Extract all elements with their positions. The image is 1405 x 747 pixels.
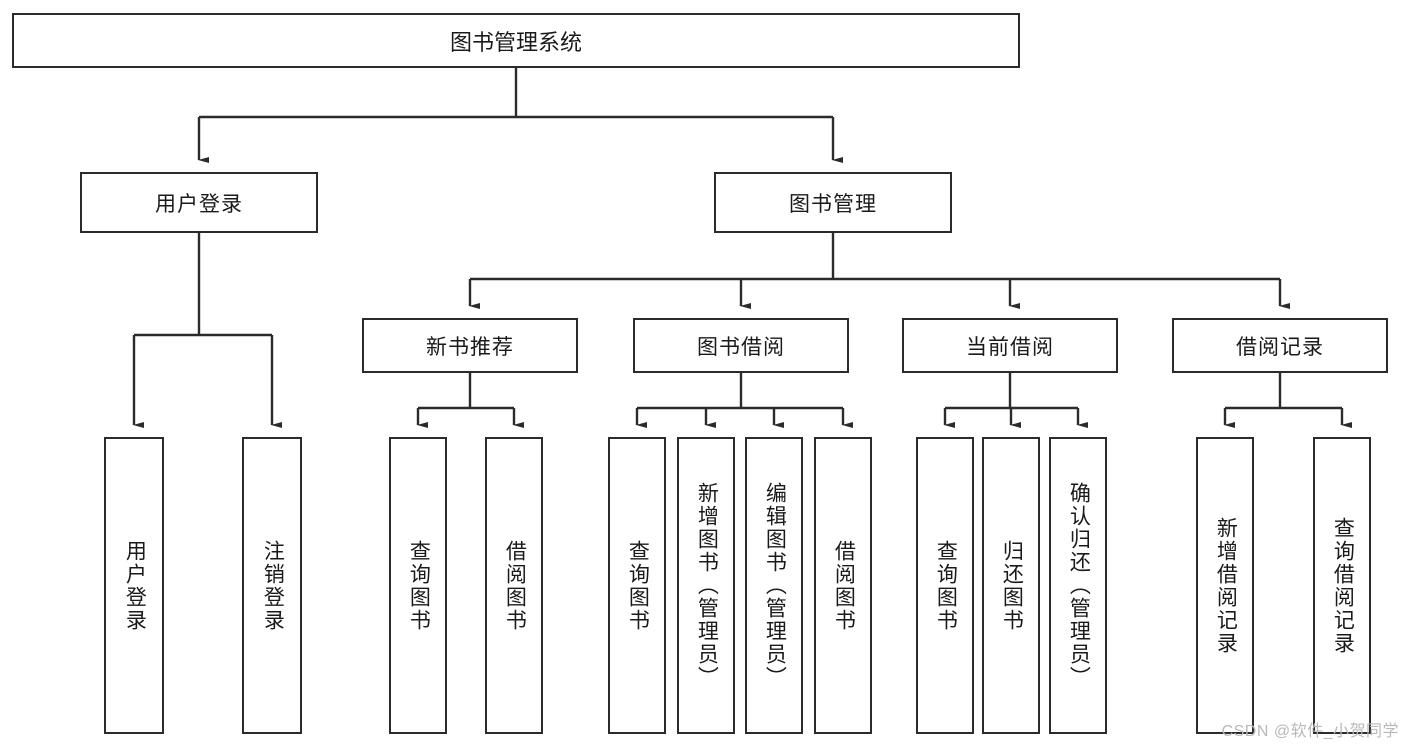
node-root-label: 图书管理系统	[449, 29, 582, 55]
leaf-add-book[interactable]: 新增图书（管理员）	[677, 437, 735, 734]
leaf-user-login[interactable]: 用户登录	[104, 437, 164, 734]
node-user-login-label: 用户登录	[155, 192, 243, 216]
leaf-borrow-book-1-label: 借阅图书	[503, 539, 527, 632]
node-book-borrow[interactable]: 图书借阅	[633, 318, 849, 373]
leaf-add-record[interactable]: 新增借阅记录	[1196, 437, 1254, 734]
leaf-query-book-3[interactable]: 查询图书	[916, 437, 974, 734]
leaf-query-record-label: 查询借阅记录	[1331, 516, 1355, 655]
leaf-edit-book[interactable]: 编辑图书（管理员）	[745, 437, 803, 734]
watermark: CSDN @软件_小贺同学	[1221, 723, 1399, 740]
leaf-query-book-1[interactable]: 查询图书	[389, 437, 447, 734]
leaf-return-book[interactable]: 归还图书	[982, 437, 1040, 734]
leaf-confirm-return-label: 确认归还（管理员）	[1067, 482, 1091, 689]
node-new-book-recommend[interactable]: 新书推荐	[362, 318, 578, 373]
leaf-logout-login-label: 注销登录	[261, 539, 285, 632]
leaf-confirm-return[interactable]: 确认归还（管理员）	[1049, 437, 1107, 734]
leaf-query-book-1-label: 查询图书	[407, 539, 431, 632]
leaf-edit-book-label: 编辑图书（管理员）	[763, 482, 787, 689]
leaf-borrow-book-1[interactable]: 借阅图书	[485, 437, 543, 734]
leaf-query-book-3-label: 查询图书	[934, 539, 958, 632]
leaf-query-book-2-label: 查询图书	[626, 539, 650, 632]
node-borrow-record-label: 借阅记录	[1236, 335, 1324, 359]
node-root[interactable]: 图书管理系统	[12, 13, 1020, 68]
leaf-add-book-label: 新增图书（管理员）	[695, 482, 719, 689]
leaf-query-record[interactable]: 查询借阅记录	[1313, 437, 1371, 734]
node-book-manage[interactable]: 图书管理	[714, 172, 952, 233]
leaf-query-book-2[interactable]: 查询图书	[608, 437, 666, 734]
leaf-add-record-label: 新增借阅记录	[1214, 516, 1238, 655]
leaf-return-book-label: 归还图书	[1000, 539, 1024, 632]
leaf-borrow-book-2-label: 借阅图书	[832, 539, 856, 632]
node-current-borrow-label: 当前借阅	[966, 335, 1054, 359]
leaf-borrow-book-2[interactable]: 借阅图书	[814, 437, 872, 734]
node-new-book-recommend-label: 新书推荐	[426, 335, 514, 359]
leaf-logout-login[interactable]: 注销登录	[242, 437, 302, 734]
node-book-manage-label: 图书管理	[789, 192, 877, 216]
leaf-user-login-label: 用户登录	[123, 539, 147, 632]
node-user-login[interactable]: 用户登录	[80, 172, 318, 233]
node-current-borrow[interactable]: 当前借阅	[902, 318, 1118, 373]
node-borrow-record[interactable]: 借阅记录	[1172, 318, 1388, 373]
node-book-borrow-label: 图书借阅	[697, 335, 785, 359]
